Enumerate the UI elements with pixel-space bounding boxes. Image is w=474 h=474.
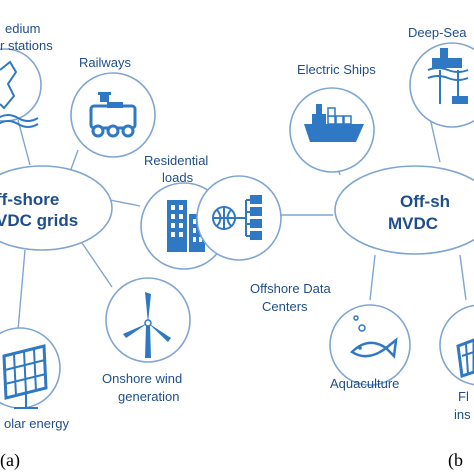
right-hub <box>334 165 474 255</box>
wind-turbine-icon <box>123 292 171 358</box>
label-aquaculture: Aquaculture <box>330 376 399 391</box>
label-residential-2: loads <box>162 170 194 185</box>
label-medium-bottom: r stations <box>0 38 53 53</box>
substation-circle <box>0 48 42 122</box>
right-hub-line-1: Off-sh <box>400 192 450 211</box>
label-floating-2: ins <box>454 407 471 422</box>
substation-icon <box>0 60 39 128</box>
deep-sea-platform-icon <box>427 48 469 104</box>
label-railways: Railways <box>79 55 132 70</box>
floating-solar-icon <box>456 338 474 378</box>
label-wind-2: generation <box>118 389 179 404</box>
caption-a: (a) <box>0 450 20 471</box>
label-ships: Electric Ships <box>297 62 376 77</box>
left-connectors <box>17 119 141 331</box>
train-icon <box>89 92 137 138</box>
label-medium-top: edium <box>5 21 40 36</box>
label-solar: olar energy <box>4 416 70 431</box>
right-hub-line-2: MVDC <box>388 214 438 233</box>
fish-icon <box>350 315 398 359</box>
label-floating-1: Fl <box>458 389 469 404</box>
left-hub <box>0 165 113 251</box>
label-wind-1: Onshore wind <box>102 371 182 386</box>
solar-panel-icon <box>2 344 48 409</box>
network-icon <box>212 195 262 240</box>
caption-b: (b <box>448 450 463 471</box>
label-datacenter-1: Offshore Data <box>250 281 331 296</box>
left-hub-line-2: VDC grids <box>0 211 78 230</box>
label-deepsea: Deep-Sea <box>408 25 467 40</box>
aquaculture-circle <box>329 304 411 386</box>
railways-circle <box>70 72 156 158</box>
ship-icon <box>304 104 364 142</box>
label-datacenter-2: Centers <box>262 299 308 314</box>
label-residential-1: Residential <box>144 153 208 168</box>
left-hub-line-1: ff-shore <box>0 190 59 209</box>
